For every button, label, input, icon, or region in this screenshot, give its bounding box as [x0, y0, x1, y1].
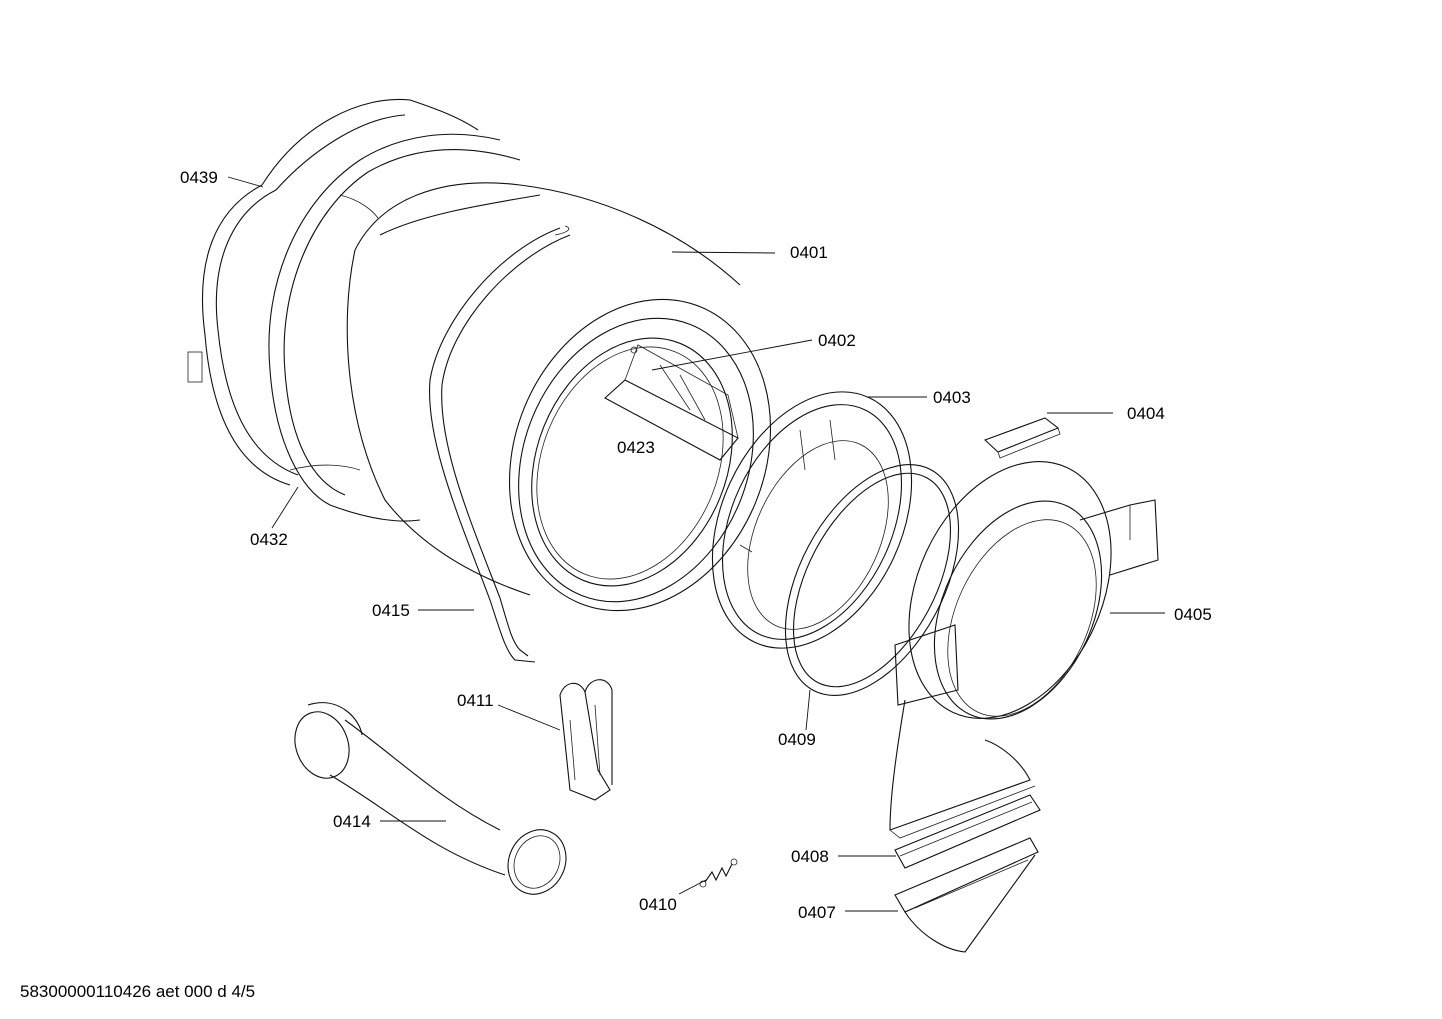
label-0402: 0402 — [818, 331, 856, 350]
part-0439-rear-ring — [187, 98, 479, 486]
label-0401: 0401 — [790, 243, 828, 262]
part-0401-drum — [346, 182, 772, 612]
part-0415-belt — [428, 227, 571, 663]
label-0408: 0408 — [791, 847, 829, 866]
document-reference: 58300000110426 aet 000 d 4/5 — [20, 982, 256, 1001]
label-0407: 0407 — [798, 903, 836, 922]
label-0414: 0414 — [333, 812, 371, 831]
leader-lines — [227, 176, 1165, 912]
part-0414-air-duct — [294, 702, 567, 895]
label-0403: 0403 — [933, 388, 971, 407]
label-0423: 0423 — [617, 438, 655, 457]
part-0404-bracket — [983, 417, 1061, 459]
part-0402-0423-lifter — [604, 344, 739, 461]
part-0403-front-ring — [711, 391, 913, 649]
label-0415: 0415 — [372, 601, 410, 620]
part-0405-front-frame — [889, 461, 1159, 839]
label-0439: 0439 — [180, 168, 218, 187]
part-0410-spring — [699, 858, 738, 888]
part-0411-motor-bracket — [559, 679, 613, 801]
part-0432-drum-band — [268, 133, 521, 522]
label-0409: 0409 — [778, 730, 816, 749]
part-0407-filter-duct — [894, 837, 1039, 953]
label-0405: 0405 — [1174, 605, 1212, 624]
part-0408-filter-seal — [894, 794, 1041, 869]
label-0432: 0432 — [250, 530, 288, 549]
label-0411: 0411 — [457, 691, 494, 710]
label-0410: 0410 — [639, 895, 677, 914]
label-0404: 0404 — [1127, 404, 1165, 423]
part-0409-seal-ring — [784, 464, 960, 696]
